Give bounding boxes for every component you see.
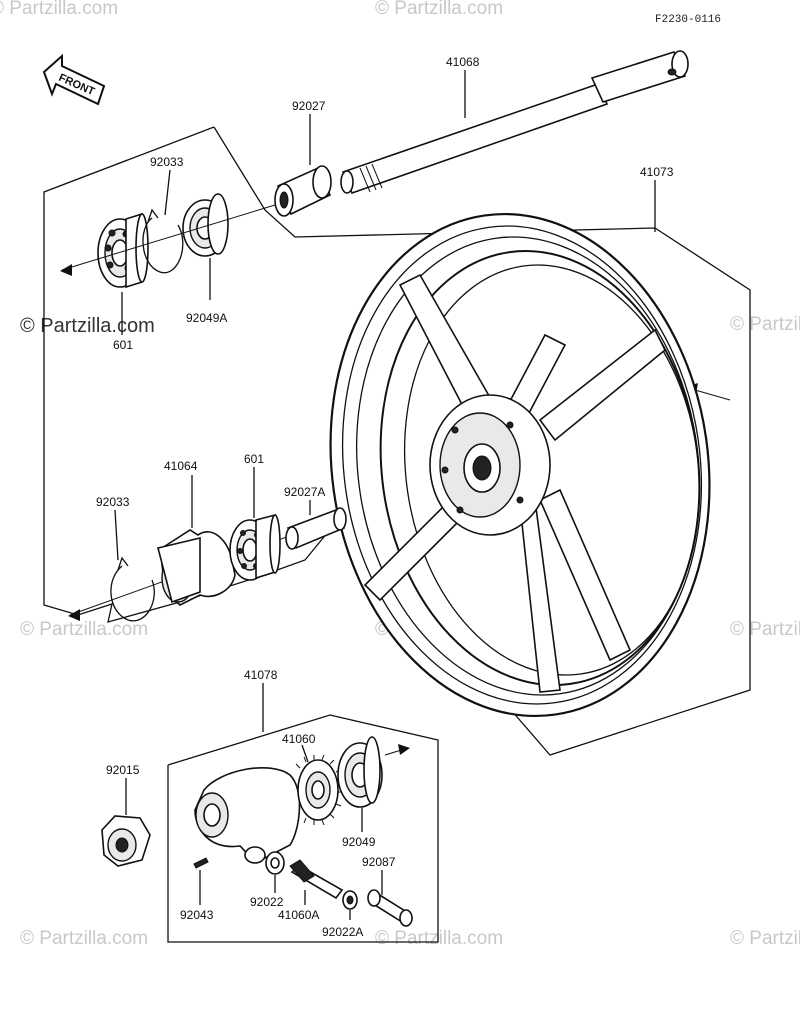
leader-meter-gear <box>301 744 309 763</box>
label-circlip-top: 92033 <box>150 155 184 169</box>
label-axle: 41068 <box>446 55 480 69</box>
circlip-top <box>142 217 184 274</box>
watermark-text: © Partzilla.com <box>730 928 800 949</box>
label-rim: 41073 <box>640 165 674 179</box>
watermark-text: © Partzilla.com <box>375 0 503 19</box>
watermark-text: © Partzilla.com <box>730 619 800 640</box>
arrowhead-icon <box>398 744 410 755</box>
axis-line-top <box>61 204 276 271</box>
washer <box>265 851 285 875</box>
washer-a <box>342 890 358 910</box>
watermark-text: © Partzilla.com <box>0 0 118 19</box>
label-housing: 41078 <box>244 668 278 682</box>
gear-plate <box>157 529 236 606</box>
oil-seal-top <box>182 193 229 257</box>
label-circlip-mid: 92033 <box>96 495 130 509</box>
arrowhead-icon <box>60 264 72 276</box>
axle-nut <box>101 815 151 867</box>
circlip-top-ends <box>147 208 159 223</box>
bearing-top <box>97 212 149 289</box>
diagram-code: F2230-0116 <box>655 14 721 26</box>
leader-circlip-top <box>164 169 171 216</box>
label-washer: 92022 <box>250 895 284 909</box>
label-pin: 92043 <box>180 908 214 922</box>
wheel-rim <box>329 212 711 718</box>
label-bearing-top: 601 <box>113 338 133 352</box>
watermark-text: © Partzilla.com <box>375 928 503 949</box>
watermark-text: © Partzilla.com <box>20 619 148 640</box>
pin <box>193 857 209 869</box>
label-collar: 92027A <box>284 485 325 499</box>
label-pinion-gear: 41060A <box>278 908 319 922</box>
collar <box>285 507 347 550</box>
bearing-mid <box>229 513 281 581</box>
front-arrow-icon: FRONT <box>42 53 106 106</box>
pinion-gear <box>289 859 344 900</box>
label-gear-plate: 41064 <box>164 459 198 473</box>
meter-gear <box>295 754 343 826</box>
meter-gear-housing <box>194 767 301 864</box>
circlip-mid-ends <box>117 556 129 571</box>
axle <box>340 50 689 195</box>
watermark-main: © Partzilla.com <box>20 315 155 337</box>
arrowhead-icon <box>68 609 80 621</box>
label-axle-nut: 92015 <box>106 763 140 777</box>
watermark-text: © Partzilla.com <box>730 314 800 335</box>
circlip-mid <box>110 565 155 622</box>
label-washer-a: 92022A <box>322 925 363 939</box>
label-meter-gear: 41060 <box>282 732 316 746</box>
leader-circlip-mid <box>114 509 119 561</box>
oil-seal-bottom <box>337 736 383 808</box>
bushing <box>367 889 413 927</box>
spacer <box>274 165 332 217</box>
watermark-text: © Partzilla.com <box>20 928 148 949</box>
label-bearing-mid: 601 <box>244 452 264 466</box>
label-oil-seal-top: 92049A <box>186 311 227 325</box>
label-spacer: 92027 <box>292 99 326 113</box>
label-bushing: 92087 <box>362 855 396 869</box>
meter-gear-box <box>167 714 439 943</box>
label-oil-seal-bottom: 92049 <box>342 835 376 849</box>
